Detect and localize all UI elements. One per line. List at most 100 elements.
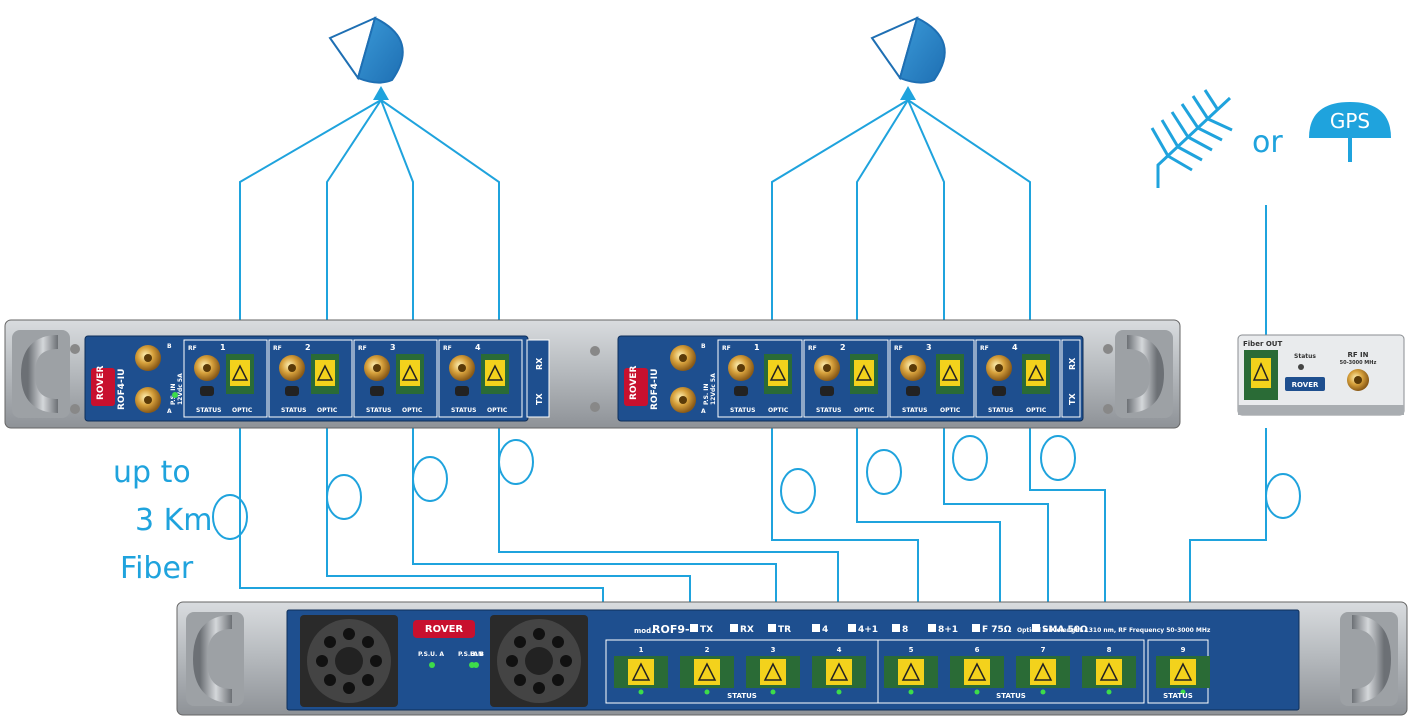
model-label: ROF4-IU [650, 369, 660, 410]
status-label: STATUS [996, 692, 1026, 700]
optic-port-icon[interactable] [940, 360, 960, 386]
brand-label: ROVER [425, 624, 464, 635]
option-label: 4 [822, 625, 828, 635]
range-label-line3: Fiber [120, 551, 194, 586]
fiber-links [213, 428, 1300, 605]
model-label: ROF9- [652, 623, 690, 636]
satellite-dish-icon [872, 18, 945, 100]
optic-port-icon[interactable] [400, 360, 420, 386]
rack-handle-right [1340, 612, 1398, 706]
optic-port-icon[interactable] [485, 360, 505, 386]
status-label: STATUS [816, 407, 841, 414]
option-checkbox [730, 624, 738, 632]
psu-spec-label: 12Vdc 5A [177, 373, 184, 405]
status-led [1298, 364, 1304, 370]
psu-a-label: P.S.U. A [418, 651, 444, 658]
tx-label: TX [535, 393, 544, 405]
option-checkbox [768, 624, 776, 632]
optic-label: OPTIC [1026, 407, 1047, 414]
psu-label: P.S. IN [703, 383, 710, 405]
option-label: RX [740, 625, 754, 635]
port-number: 9 [1181, 646, 1186, 654]
tx-label: TX [1068, 393, 1077, 405]
rf-in-label: RF IN [1347, 351, 1368, 359]
channel-number: 4 [475, 343, 481, 352]
fiber-out-label: Fiber OUT [1243, 340, 1282, 348]
status-label: STATUS [451, 407, 476, 414]
optic-port-icon[interactable] [230, 360, 250, 386]
optic-port-icon[interactable] [315, 360, 335, 386]
status-label: STATUS [902, 407, 927, 414]
rof4-unit-1: ROVER ROF4-IU P.S. IN 12Vdc 5A B A RF 1 … [85, 336, 549, 421]
rack-rof9-chassis: ROVER P.S.U. A P.S.U. B FAN mod. ROF9- T… [177, 602, 1407, 715]
fan-icon [300, 615, 398, 707]
status-indicator [285, 386, 299, 396]
status-label: STATUS [727, 692, 757, 700]
option-label: 8+1 [938, 625, 958, 635]
range-label-line2: 3 Km [135, 503, 213, 538]
rf-label: RF [980, 345, 989, 352]
optic-label: OPTIC [854, 407, 875, 414]
optic-label: OPTIC [768, 407, 789, 414]
brand-label: ROVER [1292, 381, 1319, 389]
option-checkbox [812, 624, 820, 632]
optic-label: OPTIC [487, 407, 508, 414]
option-label: 8 [902, 625, 908, 635]
option-checkbox [928, 624, 936, 632]
status-led [639, 690, 644, 695]
or-label: or [1252, 125, 1283, 160]
status-led [771, 690, 776, 695]
status-label: STATUS [366, 407, 391, 414]
gps-label: GPS [1330, 109, 1370, 133]
status-indicator [455, 386, 469, 396]
range-label-line1: up to [113, 455, 191, 490]
channel-number: 4 [1012, 343, 1018, 352]
status-led [1041, 690, 1046, 695]
channel-number: 3 [390, 343, 396, 352]
optic-label: OPTIC [317, 407, 338, 414]
status-indicator [370, 386, 384, 396]
rf-label: RF [358, 345, 367, 352]
rx-label: RX [535, 357, 544, 370]
rf-label: RF [722, 345, 731, 352]
brand-label: ROVER [629, 366, 639, 400]
brand-label: ROVER [96, 366, 106, 400]
channel-number: 3 [926, 343, 932, 352]
rf-label: RF [808, 345, 817, 352]
optic-port-icon[interactable] [1026, 360, 1046, 386]
status-led [975, 690, 980, 695]
optic-port-icon[interactable] [854, 360, 874, 386]
option-checkbox [690, 624, 698, 632]
status-indicator [734, 386, 748, 396]
status-indicator [200, 386, 214, 396]
status-led [909, 690, 914, 695]
psu-spec-label: 12Vdc 5A [710, 373, 717, 405]
rack-handle-left [12, 330, 80, 418]
rf-label: RF [443, 345, 452, 352]
status-label: STATUS [730, 407, 755, 414]
dish-cables-left [240, 100, 1030, 345]
status-label: Status [1294, 353, 1316, 360]
power-led [172, 392, 178, 398]
port-number: 6 [975, 646, 980, 654]
satellite-dish-icon [330, 18, 403, 100]
optic-label: OPTIC [940, 407, 961, 414]
option-checkbox [892, 624, 900, 632]
option-label: 4+1 [858, 625, 878, 635]
optic-port-icon[interactable] [768, 360, 788, 386]
port-number: 2 [705, 646, 710, 654]
status-indicator [992, 386, 1006, 396]
status-led [705, 690, 710, 695]
small-transmitter-unit: Fiber OUT Status ROVER RF IN 50-3000 MHz [1238, 335, 1404, 415]
rf-label: RF [188, 345, 197, 352]
rof4-unit-2: ROVER ROF4-IU P.S. IN 12Vdc 5A B A RF 1 … [618, 336, 1083, 421]
fan-icon [490, 615, 588, 707]
status-indicator [906, 386, 920, 396]
option-checkbox [848, 624, 856, 632]
port-number: 1 [639, 646, 644, 654]
status-label: STATUS [281, 407, 306, 414]
status-label: STATUS [988, 407, 1013, 414]
rack-handle-left [186, 612, 244, 706]
fan-label: FAN [470, 651, 483, 658]
spec-label: Optical wavelenght 1310 nm, RF Frequency… [1017, 627, 1211, 634]
